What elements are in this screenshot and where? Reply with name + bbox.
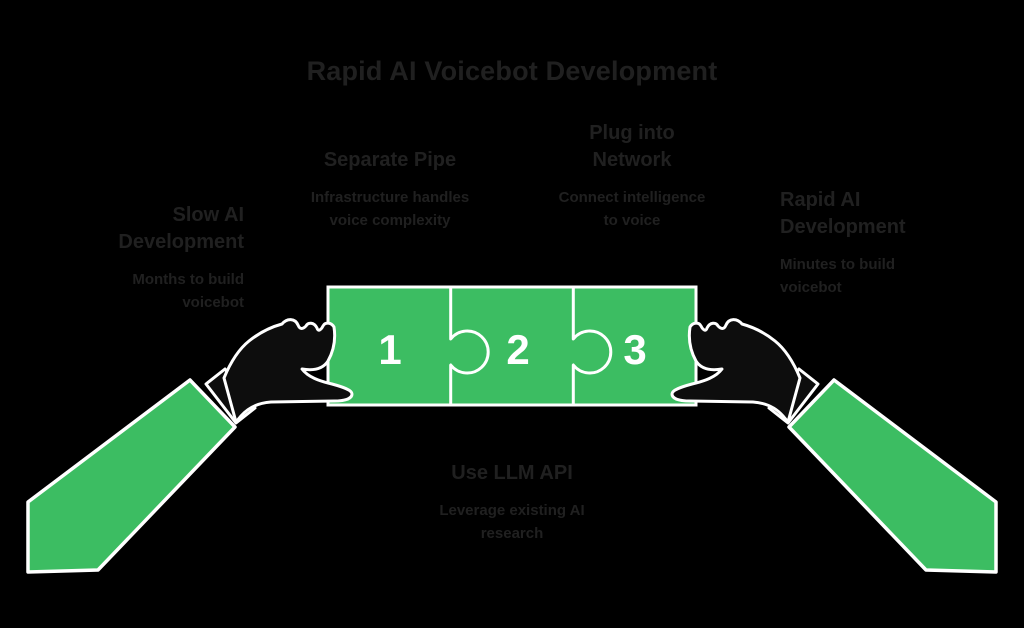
- subtitle-line: research: [480, 525, 544, 543]
- section-heading: Rapid AI Development: [780, 187, 980, 241]
- section-slow-ai-development: Slow AI Development Months to build voic…: [58, 202, 244, 315]
- heading-line: Use LLM API: [451, 462, 573, 484]
- heading-line: Plug into: [589, 122, 675, 144]
- subtitle-line: Minutes to build: [780, 256, 895, 273]
- section-heading: Separate Pipe: [280, 147, 500, 174]
- puzzle-piece-divider-2: [571, 286, 613, 406]
- section-use-llm-api: Use LLM API Leverage existing AI researc…: [402, 460, 622, 546]
- section-separate-pipe: Separate Pipe Infrastructure handles voi…: [280, 147, 500, 233]
- subtitle-line: voicebot: [182, 294, 244, 312]
- section-heading: Slow AI Development: [58, 202, 244, 256]
- right-sleeve: [787, 378, 998, 574]
- puzzle-piece-1-number: 1: [378, 326, 401, 373]
- puzzle-strip: 1 2 3: [326, 285, 698, 407]
- section-rapid-ai-development: Rapid AI Development Minutes to build vo…: [780, 187, 980, 300]
- subtitle-line: Months to build: [132, 271, 244, 288]
- section-subtitle: Connect intelligence to voice: [522, 186, 742, 233]
- right-arm: [670, 318, 998, 574]
- section-plug-into-network: Plug into Network Connect intelligence t…: [522, 120, 742, 233]
- heading-line: Development: [780, 216, 906, 238]
- section-heading: Use LLM API: [402, 460, 622, 487]
- section-subtitle: Infrastructure handles voice complexity: [280, 186, 500, 233]
- subtitle-line: voicebot: [780, 279, 842, 297]
- section-subtitle: Months to build voicebot: [58, 268, 244, 315]
- subtitle-line: to voice: [603, 212, 661, 230]
- puzzle-piece-3-number: 3: [623, 326, 646, 373]
- puzzle-piece-divider-1: [449, 286, 490, 406]
- heading-line: Network: [592, 149, 672, 171]
- left-sleeve: [26, 378, 237, 574]
- left-hand-icon: [222, 318, 354, 424]
- subtitle-line: Infrastructure handles: [310, 189, 470, 206]
- puzzle-piece-2-number: 2: [506, 326, 529, 373]
- page-title: Rapid AI Voicebot Development: [306, 56, 718, 86]
- section-subtitle: Minutes to build voicebot: [780, 253, 980, 300]
- subtitle-line: Connect intelligence: [558, 189, 706, 206]
- section-subtitle: Leverage existing AI research: [402, 499, 622, 546]
- subtitle-line: Leverage existing AI: [439, 502, 585, 519]
- left-arm: [26, 318, 354, 574]
- heading-line: Rapid AI: [780, 189, 861, 211]
- heading-line: Development: [118, 231, 244, 253]
- section-heading: Plug into Network: [522, 120, 742, 174]
- heading-line: Separate Pipe: [323, 149, 457, 171]
- heading-line: Slow AI: [172, 204, 244, 226]
- right-hand-icon: [670, 318, 802, 424]
- subtitle-line: voice complexity: [329, 212, 451, 230]
